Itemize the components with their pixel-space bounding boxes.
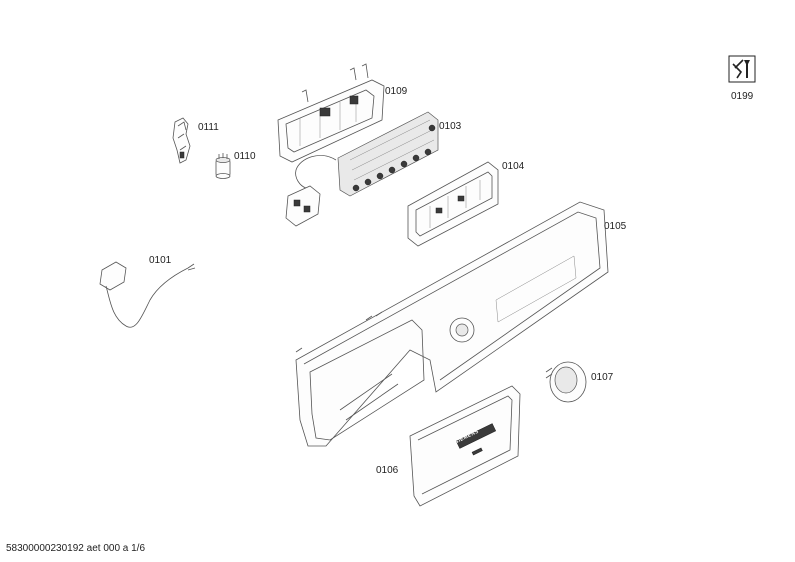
wrench-tools-icon xyxy=(728,55,756,83)
part-0107-selector-knob xyxy=(545,361,587,403)
part-0104-display-module xyxy=(407,161,499,247)
part-0106-drawer-handle xyxy=(409,385,521,507)
callout-0107: 0107 xyxy=(591,372,614,383)
part-0111-clip xyxy=(172,117,191,164)
callout-0110: 0110 xyxy=(234,151,256,162)
callout-0111: 0111 xyxy=(198,122,219,133)
callout-0199: 0199 xyxy=(731,91,754,102)
callout-0101: 0101 xyxy=(149,255,172,266)
callout-0104: 0104 xyxy=(502,161,525,172)
document-footer: 58300000230192 aet 000 a 1/6 xyxy=(6,543,146,554)
part-0101-mains-cable xyxy=(99,261,196,328)
callout-0105: 0105 xyxy=(604,221,627,232)
part-0103-control-board xyxy=(285,111,439,227)
part-0110-filter xyxy=(215,153,231,179)
part-0105-control-panel-fascia xyxy=(295,201,609,447)
part-0109-module-frame xyxy=(277,63,385,163)
callout-0103: 0103 xyxy=(439,121,462,132)
callout-0109: 0109 xyxy=(385,86,408,97)
callout-0106: 0106 xyxy=(376,465,399,476)
